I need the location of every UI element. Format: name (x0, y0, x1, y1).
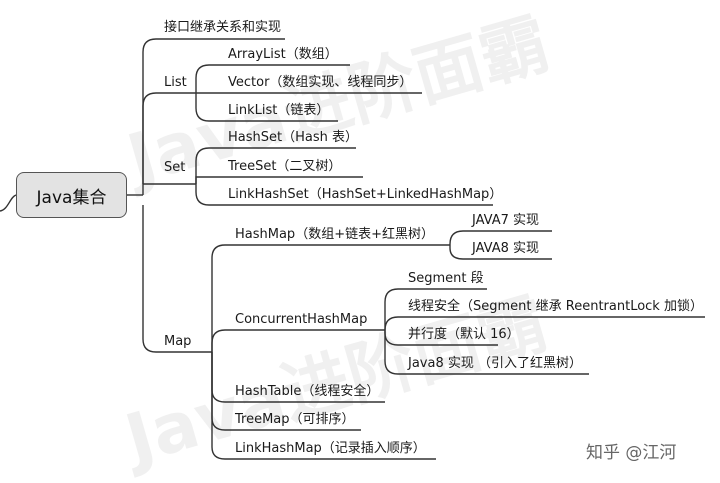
connector-impl (142, 38, 285, 195)
node-linklist: LinkList（链表） (228, 103, 330, 118)
connector-concurrenthashmap (211, 329, 385, 352)
connector-hashmap (211, 244, 450, 352)
node-linkhashset: LinkHashSet（HashSet+LinkedHashMap） (228, 187, 503, 202)
root-node-label: Java集合 (36, 187, 107, 208)
connector-java8impl (384, 330, 589, 375)
node-threadsafe: 线程安全（Segment 继承 ReentrantLock 加锁） (408, 299, 703, 314)
connector-hashset (195, 147, 356, 184)
node-concurrenthashmap: ConcurrentHashMap (235, 312, 368, 327)
connector-list (142, 92, 196, 184)
node-linkhashmap: LinkHashMap（记录插入顺序） (235, 441, 426, 456)
node-segment: Segment 段 (408, 271, 484, 286)
node-hashtable: HashTable（线程安全） (235, 384, 380, 399)
node-treeset: TreeSet（二叉树） (228, 159, 342, 174)
connector-treeset (195, 176, 363, 184)
node-java8impl: Java8 实现 （引入了红黑树） (408, 356, 582, 371)
root-stub-connector (0, 194, 17, 212)
connector-threadsafe (384, 316, 705, 331)
node-hashmap: HashMap（数组+链表+红黑树） (235, 227, 434, 242)
node-hashset: HashSet（Hash 表） (228, 130, 358, 145)
root-node: Java集合 (16, 172, 127, 218)
node-java7: JAVA7 实现 (472, 213, 540, 228)
connector-java7 (449, 230, 552, 245)
connector-arraylist (195, 64, 350, 93)
node-map: Map (164, 334, 192, 349)
connector-linkhashmap (211, 352, 436, 460)
connector-map (142, 205, 212, 353)
node-arraylist: ArrayList（数组） (228, 47, 338, 62)
node-impl: 接口继承关系和实现 (164, 20, 282, 35)
node-vector: Vector（数组实现、线程同步） (228, 75, 413, 90)
node-java8: JAVA8 实现 (472, 241, 540, 256)
connector-segment (384, 288, 487, 330)
node-treemap: TreeMap（可排序） (235, 412, 355, 427)
connector-linklist (195, 93, 338, 122)
node-list: List (164, 75, 187, 90)
credit-text: 知乎 @江河 (586, 443, 677, 463)
connector-linkhashset (195, 184, 493, 206)
node-concurrency: 并行度（默认 16） (408, 327, 520, 342)
node-set: Set (164, 160, 186, 175)
connector-java8 (449, 245, 552, 260)
